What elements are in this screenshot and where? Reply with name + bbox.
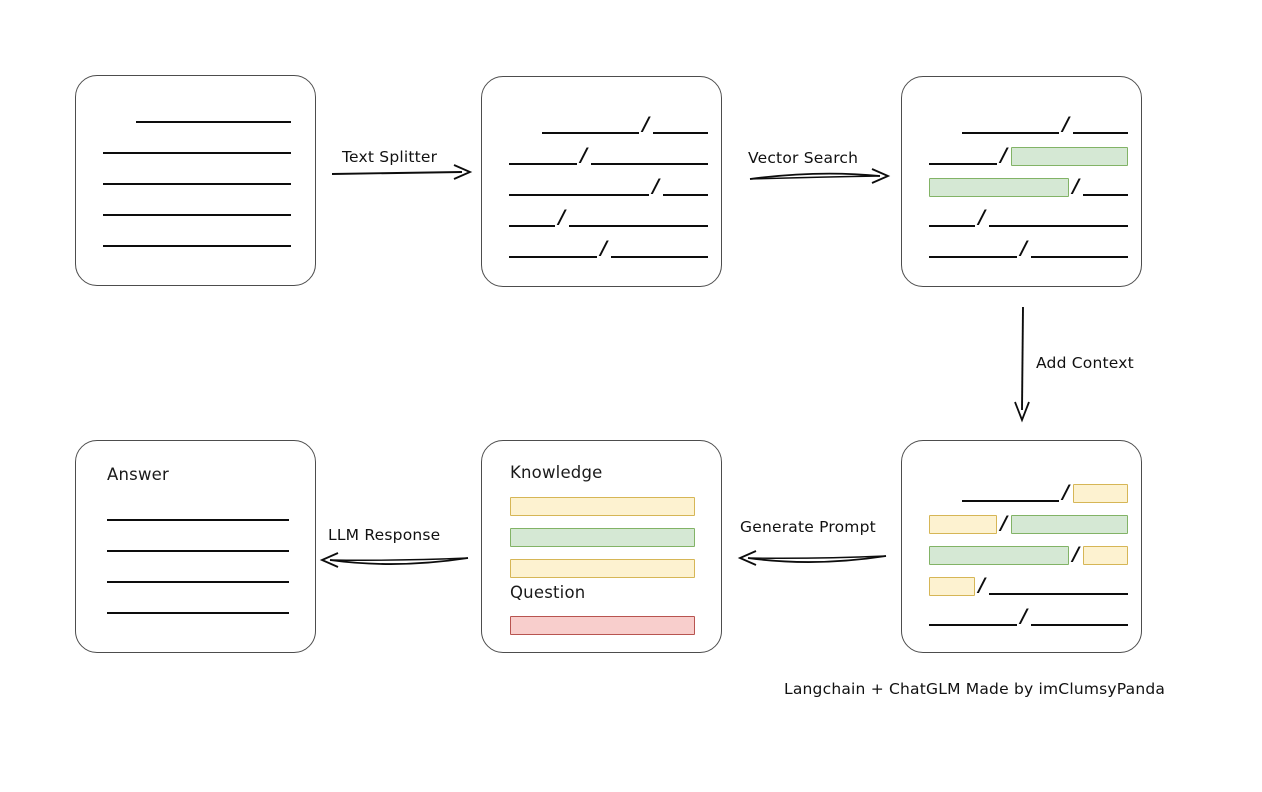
edge-label-edge-llm-response: LLM Response — [328, 526, 441, 544]
chunk-segment — [1031, 608, 1128, 626]
chunk-segment — [989, 577, 1128, 595]
chunk-row: / — [509, 143, 708, 166]
edge-edge-vector-search[interactable] — [748, 164, 891, 188]
chunk-segment — [1031, 240, 1128, 258]
chunk-segment — [663, 178, 708, 196]
chunk-segment — [929, 240, 1017, 258]
chunk-segment — [989, 209, 1128, 227]
slash-separator: / — [1020, 604, 1028, 627]
edge-label-edge-text-splitter: Text Splitter — [342, 148, 438, 166]
chunk-segment — [509, 178, 649, 196]
chunk-segment — [929, 608, 1017, 626]
chunk-row: / — [929, 143, 1128, 166]
chunk-segment — [962, 116, 1059, 134]
slash-separator: / — [1000, 511, 1008, 534]
document-line — [103, 152, 291, 154]
slash-separator: / — [558, 205, 566, 228]
chunk-row: / — [962, 480, 1128, 503]
document-line — [136, 121, 291, 123]
prompt-section-heading: Knowledge — [510, 463, 603, 482]
slash-separator: / — [1062, 480, 1070, 503]
chunk-segment-highlight-yellow — [1083, 545, 1128, 565]
chunk-segment — [611, 240, 708, 258]
chunk-row: / — [929, 236, 1128, 259]
edge-label-edge-generate-prompt: Generate Prompt — [740, 518, 876, 536]
chunk-segment-highlight-green — [1011, 514, 1128, 534]
chunk-segment-highlight-yellow — [929, 514, 997, 534]
prompt-bar-yellow — [510, 559, 695, 578]
chunk-segment — [509, 209, 555, 227]
chunk-segment-highlight-yellow — [1073, 483, 1128, 503]
edge-label-edge-add-context: Add Context — [1036, 354, 1134, 372]
chunk-segment — [1083, 178, 1128, 196]
slash-separator: / — [1020, 236, 1028, 259]
chunk-segment-highlight-green — [1011, 146, 1128, 166]
chunk-row: / — [929, 511, 1128, 534]
answer-heading: Answer — [107, 465, 169, 484]
node-split-chunks[interactable]: / / / / / — [481, 76, 722, 287]
prompt-bar-red — [510, 616, 695, 635]
document-line — [103, 214, 291, 216]
slash-separator: / — [1000, 143, 1008, 166]
prompt-bar-yellow — [510, 497, 695, 516]
slash-separator: / — [1062, 112, 1070, 135]
prompt-section-heading: Question — [510, 583, 586, 602]
chunk-row: / — [929, 604, 1128, 627]
slash-separator: / — [600, 236, 608, 259]
edge-edge-generate-prompt[interactable] — [737, 546, 888, 570]
document-line — [103, 245, 291, 247]
chunk-segment — [1073, 116, 1128, 134]
chunk-row: / — [509, 236, 708, 259]
chunk-row: / — [929, 573, 1128, 596]
chunk-row: / — [929, 542, 1128, 565]
chunk-row: / — [542, 112, 708, 135]
chunk-segment — [509, 147, 577, 165]
document-line — [103, 183, 291, 185]
chunk-segment — [509, 240, 597, 258]
answer-line — [107, 550, 289, 552]
answer-line — [107, 612, 289, 614]
edge-edge-llm-response[interactable] — [319, 548, 470, 572]
footer-credit: Langchain + ChatGLM Made by imClumsyPand… — [784, 680, 1166, 698]
slash-separator: / — [978, 573, 986, 596]
chunk-segment — [929, 147, 997, 165]
chunk-segment-highlight-green — [929, 545, 1069, 565]
answer-line — [107, 519, 289, 521]
edge-label-edge-vector-search: Vector Search — [748, 149, 859, 167]
node-answer[interactable]: Answer — [75, 440, 316, 653]
prompt-bar-green — [510, 528, 695, 547]
chunk-segment — [569, 209, 708, 227]
chunk-segment — [929, 209, 975, 227]
slash-separator: / — [1072, 542, 1080, 565]
chunk-row: / — [929, 174, 1128, 197]
chunk-row: / — [509, 174, 708, 197]
edge-edge-text-splitter[interactable] — [330, 160, 473, 184]
node-source-document[interactable] — [75, 75, 316, 286]
slash-separator: / — [642, 112, 650, 135]
chunk-segment — [542, 116, 639, 134]
chunk-row: / — [929, 205, 1128, 228]
slash-separator: / — [978, 205, 986, 228]
answer-line — [107, 581, 289, 583]
slash-separator: / — [652, 174, 660, 197]
chunk-row: / — [509, 205, 708, 228]
node-context-chunks[interactable]: / / / / / — [901, 440, 1142, 653]
chunk-segment — [591, 147, 708, 165]
slash-separator: / — [580, 143, 588, 166]
node-retrieved-chunks[interactable]: / / / / / — [901, 76, 1142, 287]
chunk-row: / — [962, 112, 1128, 135]
chunk-segment-highlight-green — [929, 177, 1069, 197]
edge-edge-add-context[interactable] — [1012, 305, 1036, 423]
chunk-segment-highlight-yellow — [929, 576, 975, 596]
chunk-segment — [962, 484, 1059, 502]
chunk-segment — [653, 116, 708, 134]
slash-separator: / — [1072, 174, 1080, 197]
